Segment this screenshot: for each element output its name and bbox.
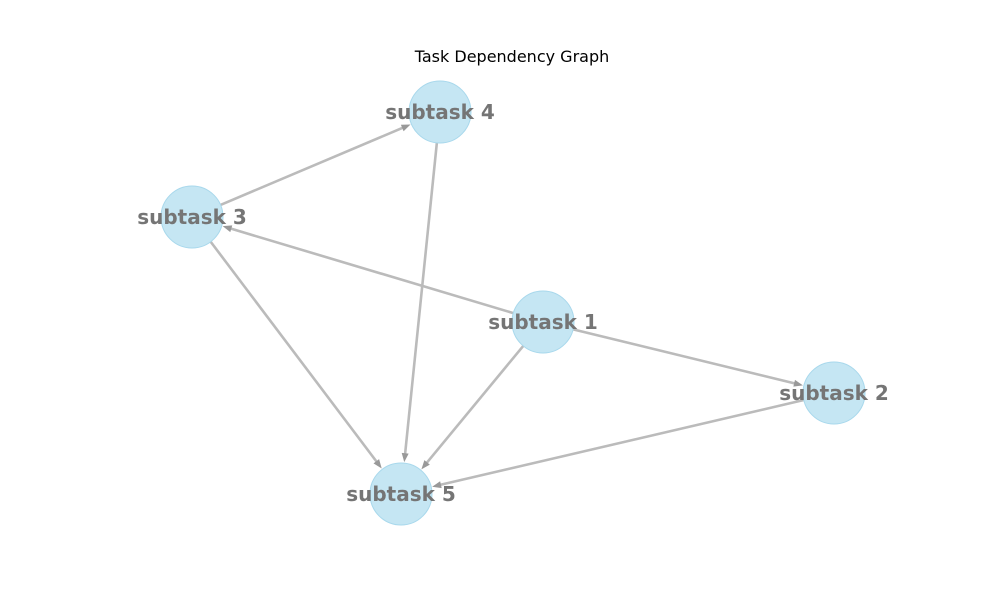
nodes-layer: subtask 1 subtask 2 subtask 3 subtask 4 subt… — [137, 80, 889, 526]
arrowhead — [432, 481, 442, 489]
node-circle — [802, 361, 866, 425]
arrowhead — [401, 452, 409, 463]
edge-subtask_4-to-subtask_5 — [401, 142, 439, 463]
edge-subtask_2-to-subtask_5 — [432, 398, 805, 489]
edges-layer — [209, 124, 805, 489]
arrowhead — [421, 460, 430, 470]
arrowhead — [400, 124, 411, 132]
node-subtask_4: subtask 4 — [385, 80, 495, 144]
node-subtask_5: subtask 5 — [346, 462, 456, 526]
node-subtask_2: subtask 2 — [779, 361, 889, 425]
edge-line — [209, 240, 379, 464]
arrowhead — [793, 379, 803, 387]
node-label: subtask 3 — [137, 205, 247, 229]
edge-line — [403, 142, 439, 456]
node-label: subtask 4 — [385, 100, 495, 124]
node-circle — [511, 290, 575, 354]
edge-line — [220, 126, 405, 207]
node-label: subtask 1 — [488, 310, 598, 334]
node-circle — [408, 80, 472, 144]
edge-subtask_1-to-subtask_5 — [421, 345, 525, 470]
node-label: subtask 2 — [779, 381, 889, 405]
node-subtask_1: subtask 1 — [488, 290, 598, 354]
edge-line — [424, 345, 525, 465]
edge-subtask_1-to-subtask_3 — [222, 225, 514, 315]
node-label: subtask 5 — [346, 482, 456, 506]
edge-subtask_3-to-subtask_5 — [209, 240, 382, 469]
arrowhead — [373, 459, 382, 469]
edge-line — [438, 398, 805, 487]
diagram-title: Task Dependency Graph — [414, 47, 610, 66]
arrowhead — [222, 225, 233, 233]
edge-line — [572, 328, 797, 386]
edge-line — [228, 226, 514, 315]
node-subtask_3: subtask 3 — [137, 185, 247, 249]
edge-subtask_1-to-subtask_2 — [572, 328, 803, 387]
node-circle — [160, 185, 224, 249]
edge-subtask_3-to-subtask_4 — [220, 124, 411, 207]
node-circle — [369, 462, 433, 526]
